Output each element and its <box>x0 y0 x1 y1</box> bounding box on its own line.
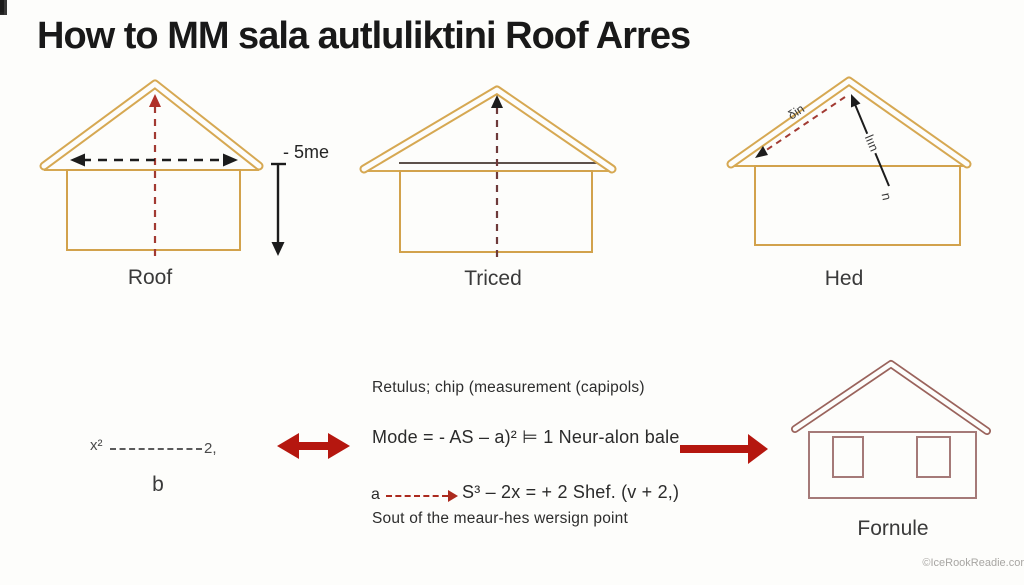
house3-caption: Hed <box>824 267 864 290</box>
formula-red-dashed-arrow <box>386 495 448 497</box>
height-measure-arrow <box>271 162 286 256</box>
formula-line1: Retulus; chip (measurement (capipols) <box>372 379 645 396</box>
segment-dashed-line <box>110 448 202 450</box>
watermark: ©IceRookReadie.cor <box>922 557 1024 569</box>
house3-slope-arrowhead <box>755 146 768 158</box>
house1-height-arrowhead <box>149 94 161 107</box>
house1-roof-inner <box>41 81 262 169</box>
house1-body <box>66 169 241 251</box>
formula-line4: Sout of the meaur-hes wersign point <box>372 510 628 527</box>
page-title: How to MM sala autluliktini Roof Arres <box>37 15 691 57</box>
measure-arrow-down-head <box>271 242 285 256</box>
house2-roof-inner <box>361 87 615 172</box>
house4-roof-inner <box>792 361 990 434</box>
formula-line2: Mode = - AS – a)² ⊨ 1 Neur-alon bale <box>372 427 680 447</box>
house1-width-arrowhead-right <box>223 153 238 167</box>
house2-roof-outer <box>359 85 617 174</box>
double-headed-arrow-icon <box>277 433 350 459</box>
house3-slope-dashed-line <box>764 96 846 152</box>
house4-window-left <box>832 436 864 478</box>
house3-diagonal-arrowhead <box>851 94 861 108</box>
house1-drawing <box>39 79 264 258</box>
house3-body <box>754 165 961 246</box>
house4-body <box>808 431 977 499</box>
formula-line3-prefix: a <box>371 486 381 503</box>
edge-artifact <box>0 0 4 14</box>
house1-roof-outer <box>39 79 264 171</box>
house2-caption: Triced <box>464 267 522 290</box>
house4-drawing <box>791 360 991 499</box>
house3-roof-inner <box>728 78 970 167</box>
house2-drawing <box>359 85 617 257</box>
segment-caption: b <box>152 473 164 496</box>
house2-height-arrowhead <box>491 95 503 108</box>
house4-window-right <box>916 436 951 478</box>
segment-left-end-label: x² <box>90 437 103 454</box>
house1-measurement-label: - 5me <box>283 142 330 162</box>
edge-artifact <box>0 0 4 12</box>
right-arrow-icon <box>680 434 768 464</box>
edge-artifact <box>0 0 7 15</box>
formula-red-arrowhead-icon <box>448 490 458 502</box>
house4-roof-outer <box>791 360 991 435</box>
segment-right-end-label: 2, <box>204 440 217 457</box>
house3-drawing <box>726 76 972 246</box>
house1-caption: Roof <box>127 266 173 289</box>
formula-line3: S³ – 2x = + 2 Shef. (v + 2,) <box>462 482 680 502</box>
house3-roof-outer <box>726 76 972 169</box>
edge-artifact <box>0 0 4 15</box>
house1-width-arrowhead-left <box>70 153 85 167</box>
house4-caption: Fornule <box>857 517 929 540</box>
